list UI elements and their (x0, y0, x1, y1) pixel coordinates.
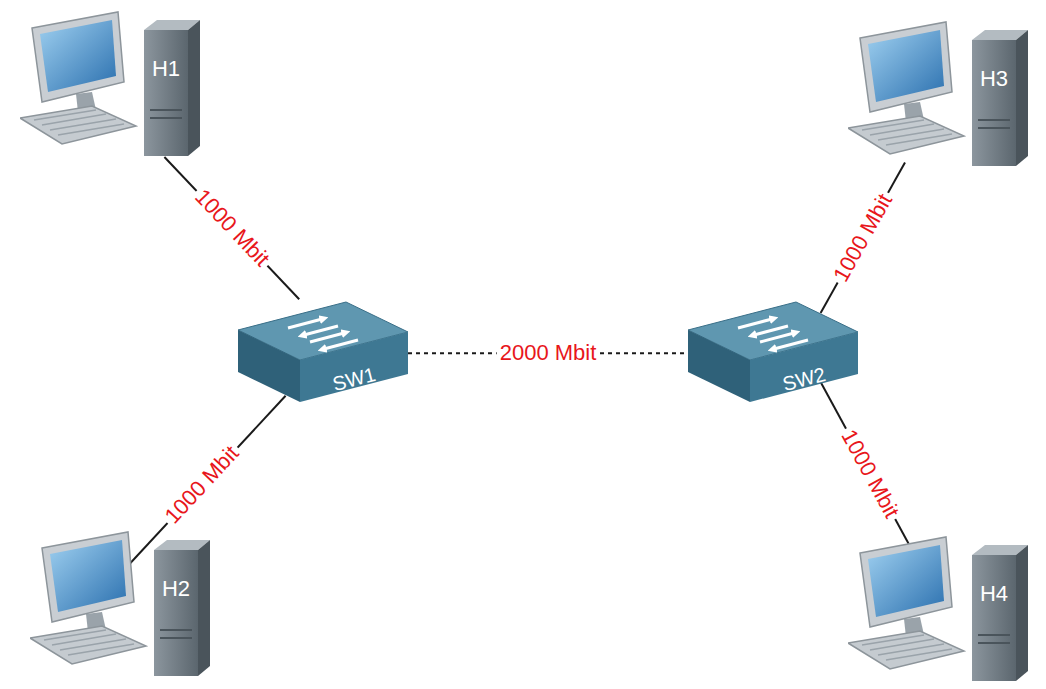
switch-icon (688, 290, 858, 405)
host-computer: H4 (848, 535, 1038, 685)
link-speed: 1000 Mbit (188, 183, 276, 274)
host-label: H1 (144, 58, 188, 80)
host-label: H4 (972, 583, 1016, 605)
access-link (821, 163, 905, 314)
link-speed: 2000 Mbit (497, 341, 600, 365)
host-computer: H2 (30, 530, 220, 680)
access-link (164, 157, 299, 299)
computer-icon (30, 530, 220, 680)
computer-icon (20, 10, 210, 160)
network-switch: SW1 (238, 290, 408, 405)
host-computer: H1 (20, 10, 210, 160)
switch-icon (238, 290, 408, 405)
computer-icon (848, 535, 1038, 685)
network-switch: SW2 (688, 290, 858, 405)
host-label: H2 (154, 578, 198, 600)
link-speed: 1000 Mbit (159, 440, 247, 532)
host-computer: H3 (848, 20, 1038, 170)
computer-icon (848, 20, 1038, 170)
access-link (821, 382, 921, 565)
host-label: H3 (972, 68, 1016, 90)
link-speed: 1000 Mbit (835, 423, 905, 525)
link-speed: 1000 Mbit (827, 187, 898, 288)
